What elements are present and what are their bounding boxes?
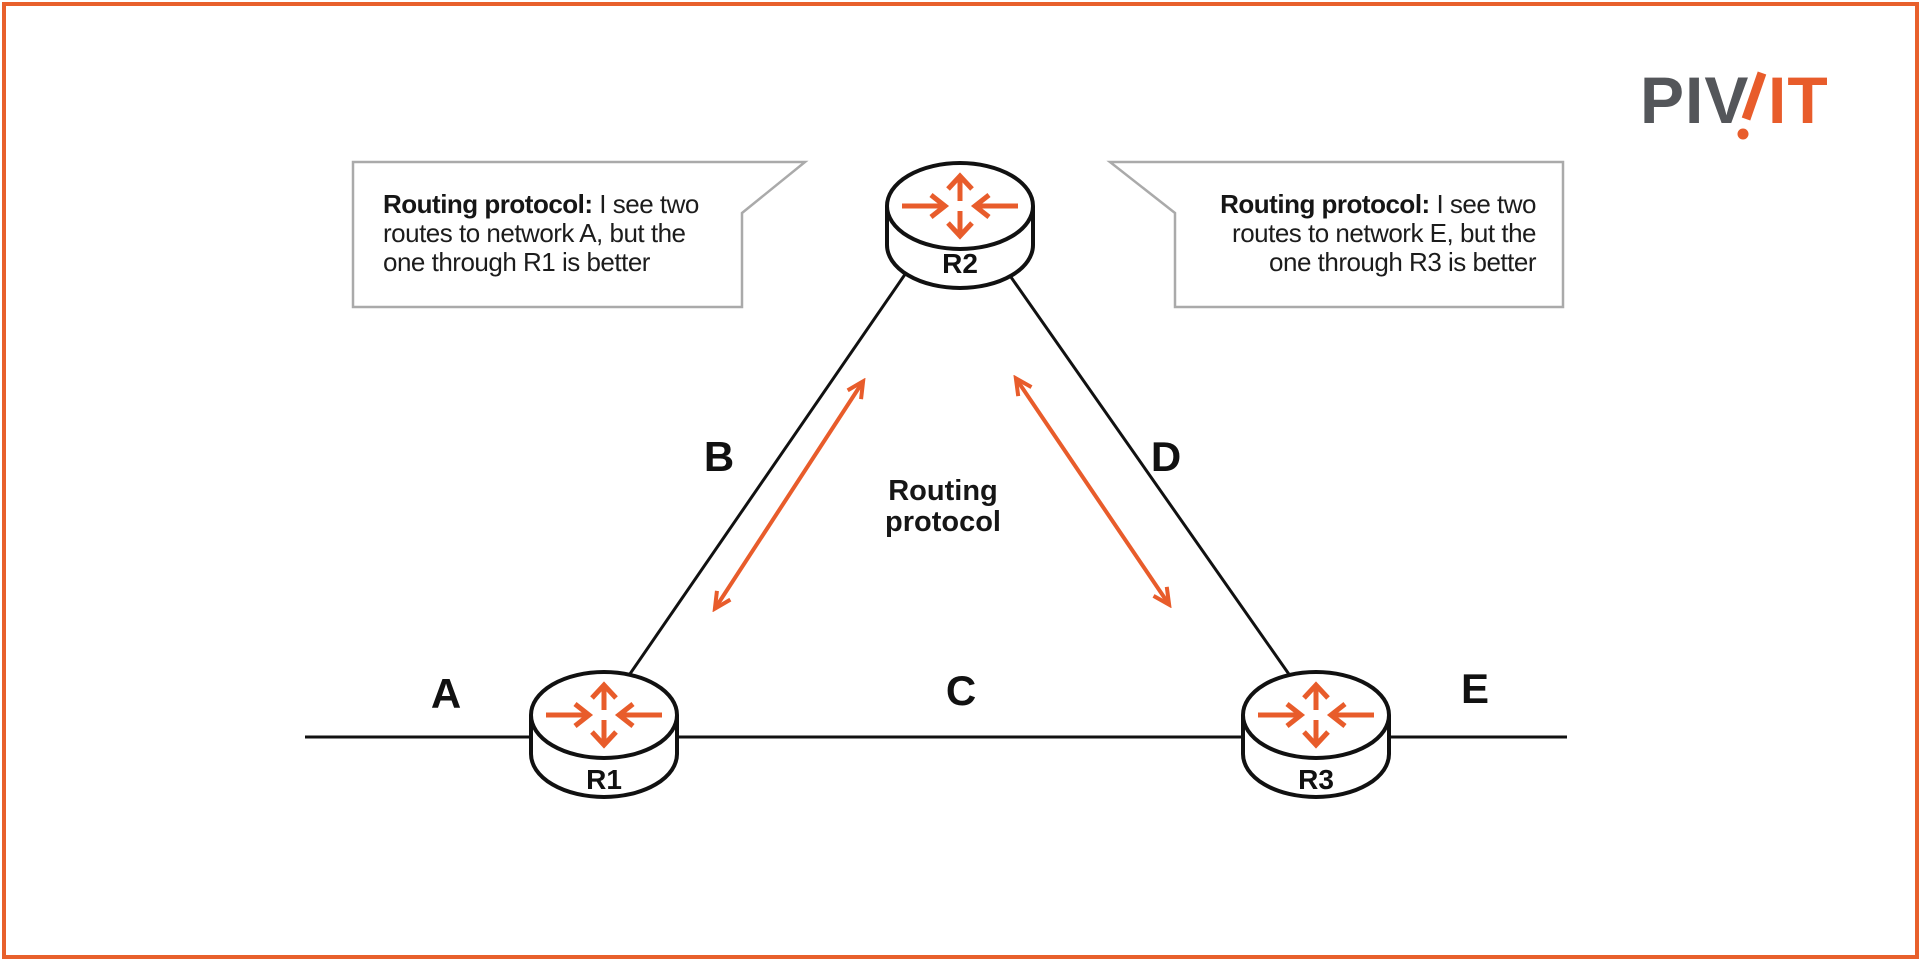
bubble-right-line3: one through R3 is better xyxy=(1269,247,1536,277)
routing-protocol-caption: Routing protocol xyxy=(885,475,1001,538)
router-r2-label: R2 xyxy=(942,248,978,279)
speech-bubble-left xyxy=(351,160,809,309)
logo-exclamation-slash-icon xyxy=(1741,71,1767,121)
bubble-left-bold: Routing protocol: xyxy=(383,189,593,219)
bubble-right-line1: I see two xyxy=(1436,189,1536,219)
router-r3: R3 xyxy=(1243,672,1389,797)
speech-bubble-right xyxy=(1106,160,1565,309)
network-a-label: A xyxy=(431,670,461,717)
network-d-label: D xyxy=(1151,433,1181,480)
logo-text-orange: IT xyxy=(1768,63,1829,137)
pivit-logo: PIV IT xyxy=(1640,63,1829,140)
network-b-label: B xyxy=(704,433,734,480)
speech-bubble-left-text: Routing protocol: I see two routes to ne… xyxy=(383,190,728,277)
router-r1-label: R1 xyxy=(586,764,622,795)
routing-protocol-arrow-right xyxy=(1017,380,1168,603)
bubble-left-line1: I see two xyxy=(599,189,699,219)
router-r2: R2 xyxy=(887,163,1033,288)
router-r1: R1 xyxy=(531,672,677,797)
bubble-left-line2: routes to network A, but the xyxy=(383,218,686,248)
caption-line1: Routing xyxy=(888,475,998,507)
network-c-label: C xyxy=(946,667,976,714)
logo-exclamation-dot-icon xyxy=(1737,128,1749,140)
bubble-right-bold: Routing protocol: xyxy=(1220,189,1430,219)
caption-line2: protocol xyxy=(885,506,1001,538)
link-d-line xyxy=(1004,269,1309,701)
bubble-left-line3: one through R1 is better xyxy=(383,247,650,277)
link-b-line xyxy=(610,269,910,701)
speech-bubble-right-text: Routing protocol: I see two routes to ne… xyxy=(1191,190,1536,277)
router-r3-label: R3 xyxy=(1298,764,1334,795)
routing-protocol-arrow-left xyxy=(716,383,862,607)
bubble-right-line2: routes to network E, but the xyxy=(1232,218,1536,248)
logo-text-gray: PIV xyxy=(1640,63,1749,137)
network-e-label: E xyxy=(1461,665,1489,712)
